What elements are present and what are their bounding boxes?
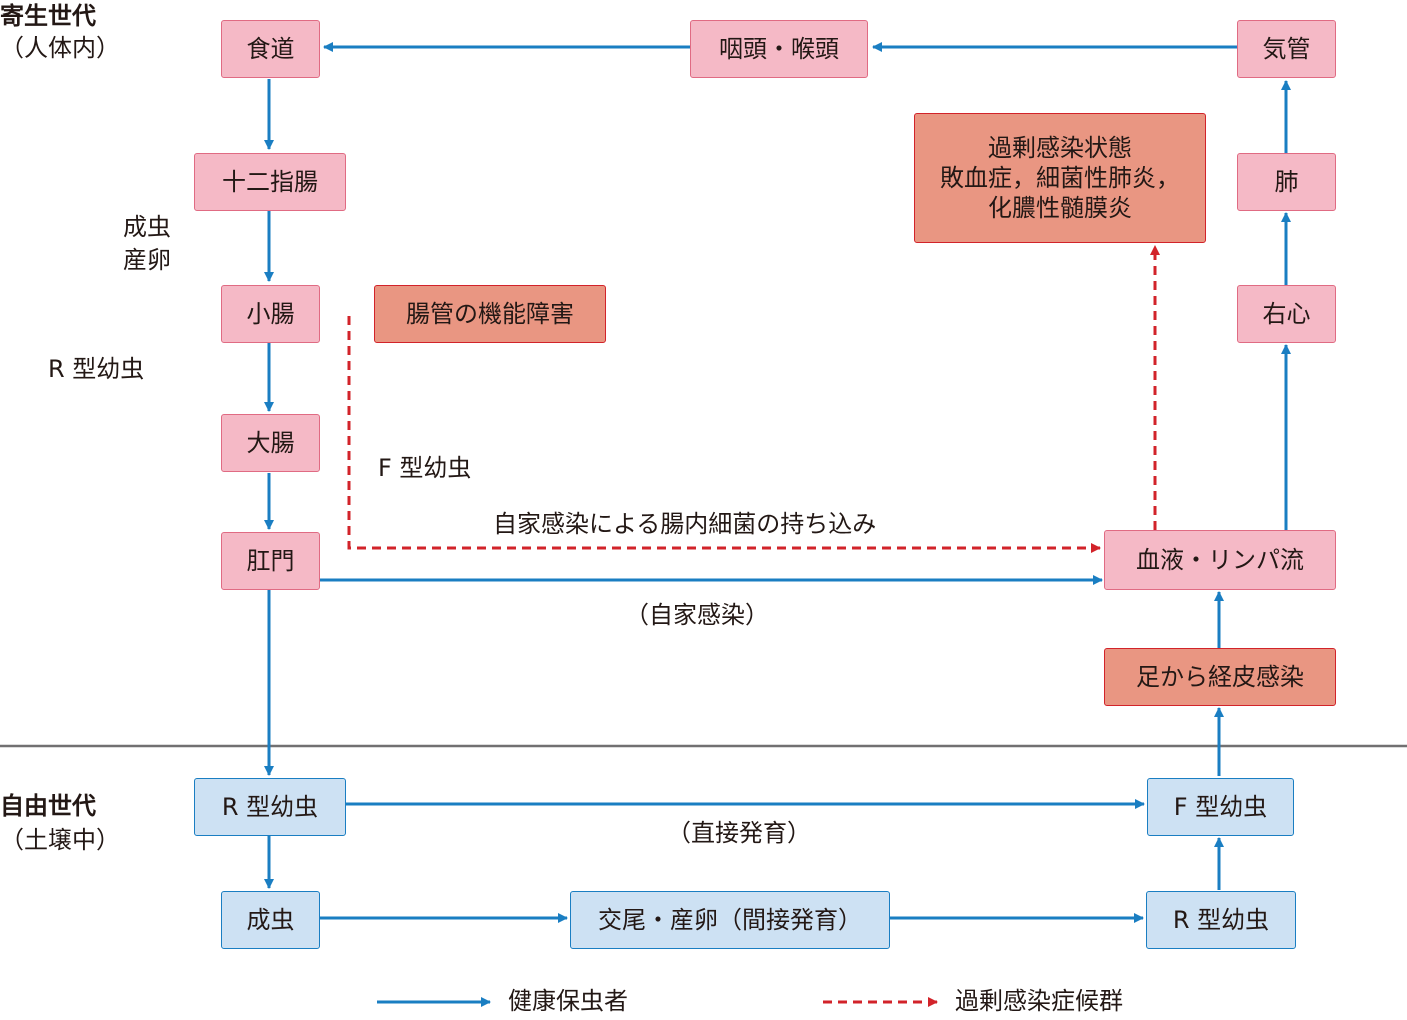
label-autoinfection: （自家感染） [625, 601, 769, 629]
box-blood-lymph: 血液・リンパ流 [1104, 530, 1336, 590]
free-generation-title: 自由世代 [0, 792, 96, 820]
box-skin-infection: 足から経皮感染 [1104, 648, 1336, 706]
box-esophagus: 食道 [221, 20, 320, 78]
box-mating-egg-laying: 交尾・産卵（間接発育） [570, 891, 890, 949]
label-adult: 成虫 [123, 213, 171, 241]
label-autoinfection-bacteria: 自家感染による腸内細菌の持ち込み [493, 510, 877, 538]
label-egg-laying: 産卵 [123, 246, 171, 274]
box-r-larva-top: R 型幼虫 [194, 778, 346, 836]
red-dashed-autoinfection-bacteria [347, 316, 1101, 553]
legend-hyperinfection-syndrome: 過剰感染症候群 [955, 987, 1123, 1015]
box-small-intestine: 小腸 [221, 285, 320, 343]
box-adult: 成虫 [221, 891, 320, 949]
box-duodenum: 十二指腸 [194, 153, 346, 211]
box-anus: 肛門 [221, 532, 320, 590]
box-r-larva-bottom: R 型幼虫 [1146, 891, 1296, 949]
box-intestinal-dysfunction: 腸管の機能障害 [374, 285, 606, 343]
box-trachea: 気管 [1237, 20, 1336, 78]
box-pharynx-larynx: 咽頭・喉頭 [690, 20, 868, 78]
hyperinfection-line-1: 過剰感染状態 [988, 134, 1132, 162]
parasitic-generation-sub: （人体内） [0, 34, 120, 62]
box-right-heart: 右心 [1237, 285, 1336, 343]
label-direct-development: （直接発育） [667, 819, 811, 847]
hyperinfection-line-2: 敗血症，細菌性肺炎， [940, 164, 1180, 192]
label-f-larva: F 型幼虫 [378, 454, 472, 482]
box-lung: 肺 [1237, 153, 1336, 211]
label-r-larva: R 型幼虫 [48, 355, 145, 383]
box-hyperinfection: 過剰感染状態 敗血症，細菌性肺炎， 化膿性髄膜炎 [914, 113, 1206, 243]
free-generation-sub: （土壌中） [0, 826, 120, 854]
box-f-larva: F 型幼虫 [1147, 778, 1294, 836]
parasitic-generation-title: 寄生世代 [0, 2, 96, 30]
box-large-intestine: 大腸 [221, 414, 320, 472]
hyperinfection-line-3: 化膿性髄膜炎 [988, 194, 1132, 222]
legend-healthy-carrier: 健康保虫者 [508, 987, 628, 1015]
